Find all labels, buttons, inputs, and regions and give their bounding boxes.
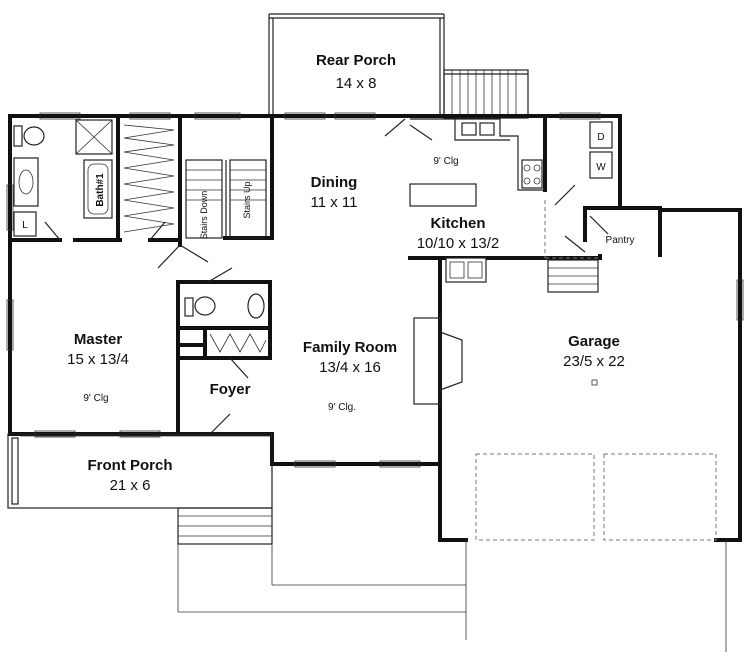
family-room-size: 13/4 x 16: [319, 359, 381, 376]
laundry-area: [544, 121, 613, 259]
room-labels: Rear Porch 14 x 8 Dining 11 x 11 9' Clg …: [22, 52, 634, 494]
master-name: Master: [74, 331, 123, 348]
dining-size: 11 x 11: [311, 194, 358, 211]
front-porch: [7, 433, 273, 509]
rear-porch: [268, 13, 445, 115]
rear-porch-name: Rear Porch: [316, 52, 396, 69]
rear-porch-size: 14 x 8: [336, 75, 377, 92]
stairs-down-label: Stairs Down: [199, 191, 209, 240]
stairs-up-label: Stairs Up: [242, 181, 252, 218]
linen-label: L: [22, 220, 28, 231]
rear-steps: [443, 69, 529, 119]
front-porch-name: Front Porch: [88, 457, 173, 474]
front-walk: [177, 507, 727, 652]
family-room-name: Family Room: [303, 339, 397, 356]
front-porch-size: 21 x 6: [110, 477, 151, 494]
garage-name: Garage: [568, 333, 620, 350]
kitchen-size: 10/10 x 13/2: [417, 235, 500, 252]
dining-name: Dining: [311, 174, 358, 191]
family-room-ceiling: 9' Clg.: [328, 402, 356, 413]
interior-walls: [8, 114, 587, 436]
stairs: [185, 159, 267, 239]
master-size: 15 x 13/4: [67, 351, 129, 368]
foyer-name: Foyer: [210, 381, 251, 398]
kitchen-counters: [409, 118, 545, 283]
door-swings: [44, 118, 609, 435]
washer-label: W: [596, 162, 606, 173]
garage-steps: [547, 259, 599, 293]
bath-name: Bath#1: [95, 173, 106, 207]
kitchen-ceiling: 9' Clg: [433, 156, 458, 167]
pantry-name: Pantry: [606, 235, 635, 246]
garage-doors: [475, 379, 717, 541]
kitchen-name: Kitchen: [430, 215, 485, 232]
bath-fixtures: [13, 119, 267, 353]
master-ceiling: 9' Clg: [83, 393, 108, 404]
dryer-label: D: [597, 132, 604, 143]
garage-size: 23/5 x 22: [563, 353, 625, 370]
